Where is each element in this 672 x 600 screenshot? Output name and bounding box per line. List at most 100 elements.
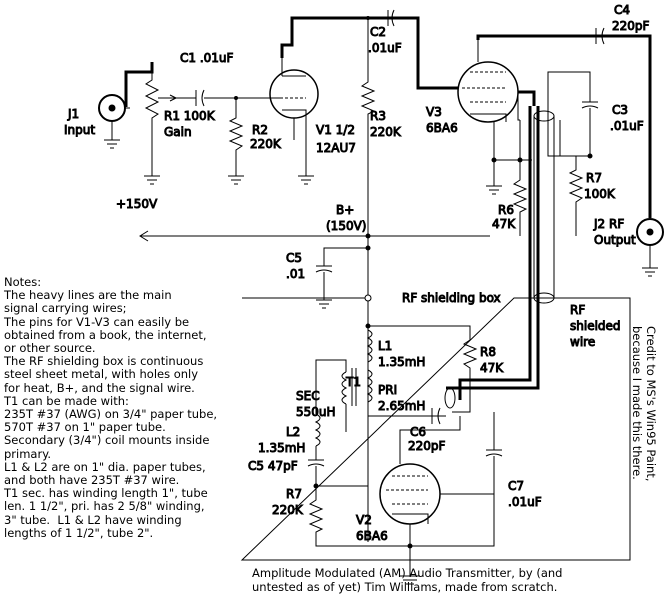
c1-capacitor — [195, 89, 282, 107]
l1-inductor — [365, 323, 478, 413]
label-v3-name: V3 — [426, 105, 442, 119]
label-l1-name: L1 — [378, 339, 392, 353]
c3-capacitor — [556, 71, 599, 159]
notes-line: or other source. — [4, 341, 96, 356]
label-v2-type: 6BA6 — [356, 529, 388, 543]
caption-line: Amplitude Modulated (AM) Audio Transmitt… — [252, 566, 563, 580]
c5-bottom-capacitor — [307, 459, 368, 489]
label-shield-box: RF shielding box — [402, 291, 501, 305]
label-r7-top-value: 100K — [584, 187, 616, 201]
label-c7-name: C7 — [508, 479, 524, 493]
label-bplus: B+ — [336, 203, 354, 217]
label-c1: C1 .01uF — [180, 51, 234, 65]
label-c4-name: C4 — [614, 3, 630, 17]
j2-output-jack — [636, 218, 664, 277]
notes-line: lengths of 1 1/2", tube 2". — [4, 525, 154, 540]
notes-line: signal carrying wires; — [4, 301, 127, 316]
credit-line: Credit to MS's Win95 Paint, — [644, 326, 658, 482]
label-bplus-value: (150V) — [326, 219, 366, 233]
r2-resistor — [228, 96, 244, 185]
label-r2-name: R2 — [252, 123, 268, 137]
label-r7-top-name: R7 — [586, 171, 602, 185]
credit-text: Credit to MS's Win95 Paint, because I ma… — [630, 326, 658, 582]
r7-top-resistor — [547, 71, 584, 236]
notes-line: 570T #37 on 1" paper tube. — [4, 420, 166, 435]
label-j1-name: J1 — [67, 107, 79, 121]
label-c2-name: C2 — [370, 25, 386, 39]
schematic-caption: Amplitude Modulated (AM) Audio Transmitt… — [252, 566, 652, 594]
label-v3-type: 6BA6 — [426, 121, 458, 135]
notes-block: Notes: The heavy lines are the main sign… — [4, 275, 240, 540]
rf-shielding-box — [240, 294, 631, 561]
label-plus150: +150V — [116, 197, 158, 211]
t1-transformer — [315, 359, 446, 432]
label-sec-value: 550uH — [296, 405, 336, 419]
label-pri: PRI — [378, 383, 397, 397]
notes-line: The pins for V1-V3 can easily be — [4, 314, 190, 329]
label-r8-name: R8 — [480, 345, 496, 359]
notes-line: T1 sec. has winding length 1", tube — [4, 486, 208, 501]
label-j2-name: J2 RF — [593, 217, 624, 231]
label-pri-value: 2.65mH — [378, 399, 425, 413]
label-r7-bottom-name: R7 — [286, 487, 302, 501]
r6-resistor — [512, 120, 528, 236]
notes-line: The heavy lines are the main — [4, 288, 172, 303]
notes-line: L1 & L2 are on 1" dia. paper tubes, — [4, 459, 206, 474]
j1-input-jack — [98, 94, 130, 149]
label-l1-value: 1.35mH — [378, 355, 425, 369]
notes-line: Secondary (3/4") coil mounts inside — [4, 433, 210, 448]
v3-tube — [457, 40, 532, 195]
label-r8-value: 47K — [480, 361, 504, 375]
label-r2-value: 220K — [250, 137, 282, 151]
label-r3-value: 220K — [370, 125, 402, 139]
v1-tube — [269, 58, 319, 185]
label-v2-name: V2 — [356, 513, 372, 527]
label-shield-wire-2: shielded — [570, 319, 621, 333]
label-r1-desc: Gain — [164, 125, 192, 139]
label-r3-name: R3 — [370, 109, 386, 123]
label-r6-value: 47K — [492, 217, 516, 231]
label-c7-value: .01uF — [508, 495, 542, 509]
label-c5-bottom: C5 47pF — [248, 459, 298, 473]
label-v1-type: 12AU7 — [316, 141, 356, 155]
notes-line: Notes: — [4, 275, 42, 289]
label-v1-name: V1 1/2 — [316, 123, 355, 137]
label-c6-name: C6 — [410, 425, 426, 439]
credit-line: because I made this there. — [630, 326, 644, 480]
r3-resistor — [360, 18, 376, 220]
label-r1-name: R1 100K — [164, 109, 216, 123]
label-shield-wire-3: wire — [570, 335, 595, 349]
label-c5-top-name: C5 — [286, 251, 302, 265]
notes-line: obtained from a book, the internet, — [4, 327, 207, 342]
rf-shielded-wire — [444, 110, 555, 409]
notes-line: 3" tube. L1 & L2 have winding — [4, 512, 182, 527]
notes-line: primary. — [4, 446, 52, 461]
label-shield-wire-1: RF — [570, 303, 585, 317]
label-l2-name: L2 — [286, 425, 300, 439]
notes-line: steel sheet metal, with holes only — [4, 367, 199, 382]
caption-line: untested as of yet) Tim Williams, made f… — [252, 580, 558, 594]
label-c4-value: 220pF — [612, 19, 650, 33]
v2-tube — [368, 416, 495, 585]
label-j1-desc: Input — [64, 123, 95, 137]
bplus-rail — [139, 220, 490, 542]
label-c5-top-value: .01 — [286, 267, 305, 281]
label-c3-name: C3 — [612, 103, 628, 117]
label-sec: SEC — [296, 389, 320, 403]
notes-line: 235T #37 (AWG) on 3/4" paper tube, — [4, 407, 218, 422]
label-t1: T1 — [345, 375, 361, 389]
heavy-signal-wires — [124, 16, 652, 400]
c6-capacitor — [431, 407, 441, 425]
notes-line: for heat, B+, and the signal wire. — [4, 380, 195, 395]
notes-line: len. 1 1/2", pri. has 2 5/8" winding, — [4, 499, 205, 514]
label-l2-value: 1.35mH — [258, 441, 305, 455]
notes-line: and both have 235T #37 wire. — [4, 473, 180, 488]
label-r6-name: R6 — [498, 203, 514, 217]
notes-line: The RF shielding box is continuous — [4, 354, 204, 369]
label-c6-value: 220pF — [408, 439, 446, 453]
r1-gain-pot — [144, 62, 196, 185]
c7-capacitor — [410, 412, 503, 547]
label-j2-desc: Output — [594, 233, 636, 247]
label-c2-value: .01uF — [368, 41, 402, 55]
